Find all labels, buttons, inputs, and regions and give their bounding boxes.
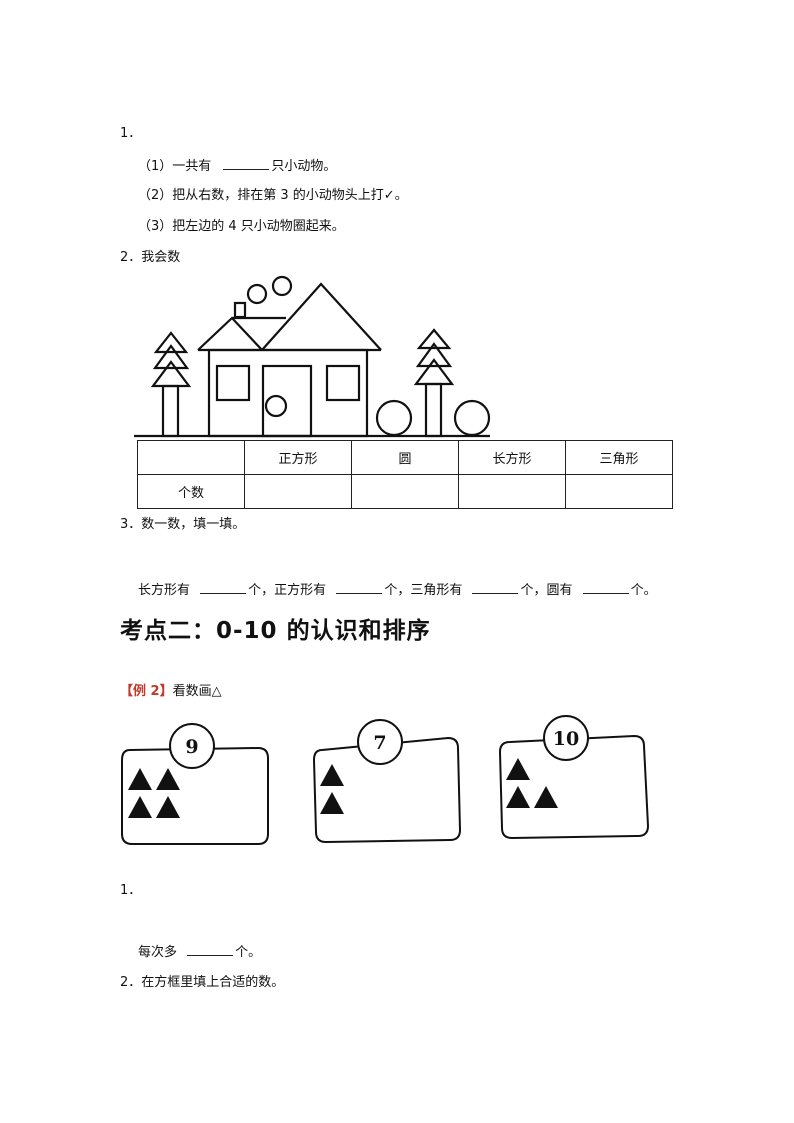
example-2-title: 【例 2】看数画△ — [120, 684, 222, 700]
item-1-suffix: 只小动物。 — [271, 159, 337, 174]
door-circle — [264, 394, 288, 418]
card-1-triangle-3 — [128, 796, 152, 818]
right-tree — [413, 328, 455, 438]
example-instruction: 看数画△ — [172, 684, 222, 699]
item-1-prefix: （1）一共有 — [138, 159, 212, 174]
door — [261, 364, 313, 438]
count-cell-rectangle[interactable] — [458, 474, 566, 509]
card-2-number: 7 — [373, 732, 386, 754]
card-1-frame — [121, 746, 269, 845]
answer-blank-rectangle[interactable] — [200, 581, 247, 594]
question-3-title: 3．数一数，填一填。 — [120, 517, 246, 532]
card-3-triangle-2 — [506, 786, 530, 808]
answer-blank-triangle[interactable] — [472, 581, 519, 594]
example-question-1-number: 1． — [120, 883, 142, 898]
answer-blank-square[interactable] — [336, 581, 383, 594]
example-question-2-title: 2．在方框里填上合适的数。 — [120, 975, 285, 990]
table-header-square: 正方形 — [244, 440, 352, 475]
card-1-number-circle — [169, 723, 215, 769]
card-3-number-circle — [543, 715, 589, 761]
table-count-row: 个数 — [137, 474, 673, 509]
q3-part-end: 个。 — [630, 583, 657, 598]
q3-part-rectangle: 长方形有 — [138, 583, 191, 598]
card-2-number-circle — [357, 719, 403, 765]
count-cell-square[interactable] — [244, 474, 352, 509]
ground-circle-1 — [375, 399, 413, 437]
table-header-row: 正方形 圆 长方形 三角形 — [137, 440, 673, 475]
card-2-triangle-1 — [320, 764, 344, 786]
answer-blank-circle[interactable] — [582, 581, 629, 594]
ground-circle-2 — [453, 399, 491, 437]
card-1-triangle-4 — [156, 796, 180, 818]
table-header-empty — [137, 440, 245, 475]
smoke-circle-2 — [271, 275, 293, 297]
card-3-triangle-1 — [506, 758, 530, 780]
table-header-circle: 圆 — [351, 440, 459, 475]
question-1-item-3: （3）把左边的 4 只小动物圈起来。 — [138, 219, 345, 234]
left-tree — [150, 331, 192, 438]
card-1-number: 9 — [185, 736, 198, 758]
count-cell-triangle[interactable] — [565, 474, 673, 509]
answer-blank-increment[interactable] — [187, 943, 234, 956]
section-heading: 考点二：0-10 的认识和排序 — [120, 618, 431, 644]
card-2-frame — [312, 736, 462, 844]
table-row-label: 个数 — [137, 474, 245, 509]
example-tag: 【例 2】 — [120, 684, 173, 699]
house-roof — [197, 282, 382, 352]
q3-part-square: 个，正方形有 — [248, 583, 327, 598]
left-window — [215, 364, 251, 402]
q3-part-circle: 个，圆有 — [520, 583, 573, 598]
question-2-title: 2．我会数 — [120, 250, 181, 265]
question-3-fill-line: 长方形有 个，正方形有 个，三角形有 个，圆有 个。 — [138, 581, 657, 599]
count-cell-circle[interactable] — [351, 474, 459, 509]
card-3-frame — [498, 734, 650, 840]
question-1-item-2: （2）把从右数，排在第 3 的小动物头上打✓。 — [138, 188, 408, 203]
right-window — [325, 364, 361, 402]
table-header-triangle: 三角形 — [565, 440, 673, 475]
ex-q1-prefix: 每次多 — [138, 945, 178, 960]
answer-blank-animal-count[interactable] — [223, 157, 270, 170]
house-body — [207, 348, 369, 438]
chimney — [233, 301, 247, 319]
example-cards-figure: 9 7 10 — [121, 715, 650, 845]
smoke-circle-1 — [246, 283, 268, 305]
card-1-triangle-2 — [156, 768, 180, 790]
table-header-rectangle: 长方形 — [458, 440, 566, 475]
question-1-number: 1． — [120, 126, 142, 141]
example-question-1-line: 每次多 个。 — [138, 943, 261, 961]
question-1-item-1: （1）一共有 只小动物。 — [138, 157, 336, 175]
ex-q1-suffix: 个。 — [235, 945, 262, 960]
shape-count-table: 正方形 圆 长方形 三角形 个数 — [137, 440, 673, 509]
card-2-triangle-2 — [320, 792, 344, 814]
card-1-triangle-1 — [128, 768, 152, 790]
house-figure — [134, 275, 491, 438]
card-3-number: 10 — [553, 728, 579, 750]
q3-part-triangle: 个，三角形有 — [384, 583, 463, 598]
card-3-triangle-3 — [534, 786, 558, 808]
